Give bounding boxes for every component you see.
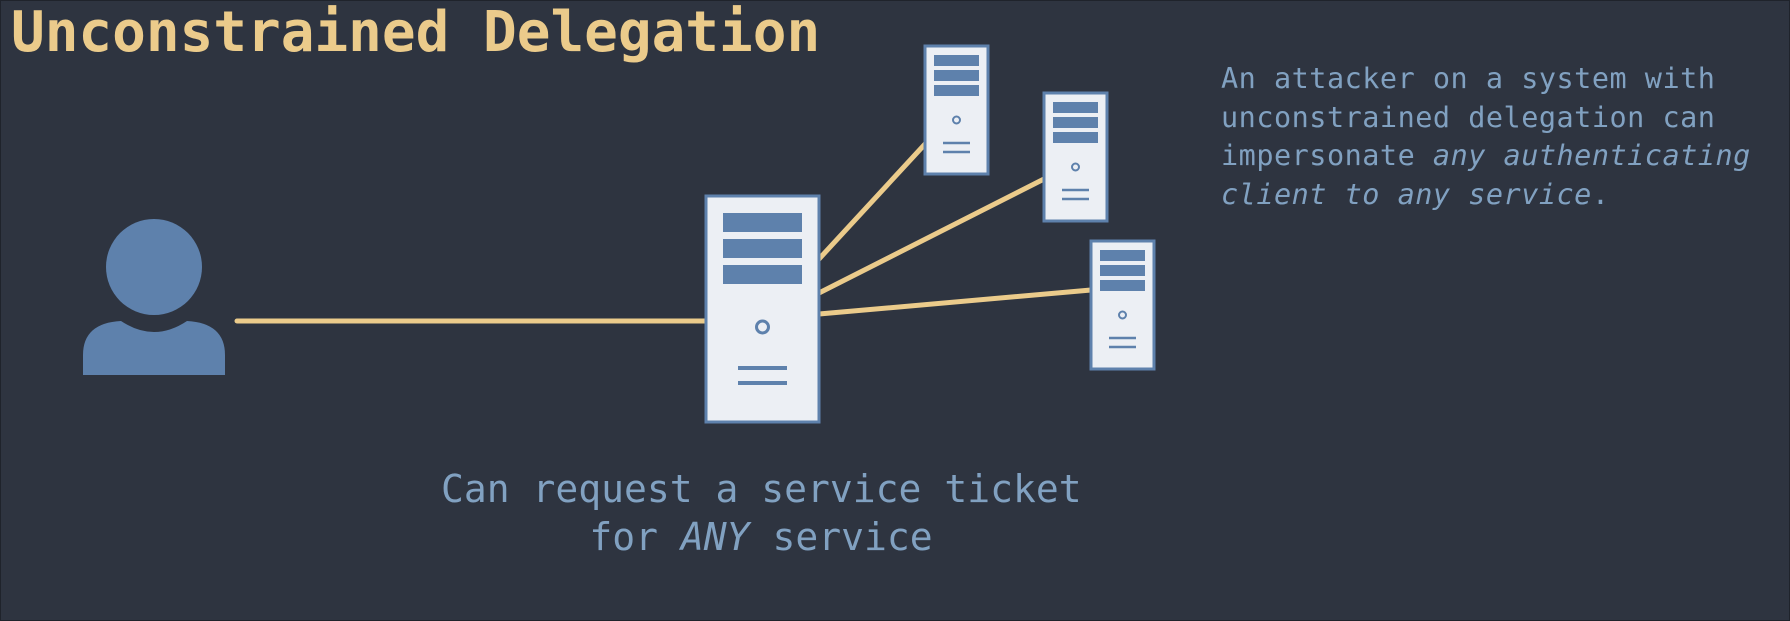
note-line: client to any service. bbox=[1221, 176, 1781, 215]
server-icon bbox=[1042, 91, 1109, 223]
note-text: . bbox=[1591, 177, 1610, 211]
note-emphasis: client to any service bbox=[1221, 177, 1592, 211]
caption-emphasis: ANY bbox=[680, 515, 750, 559]
caption-line: Can request a service ticket bbox=[441, 467, 1082, 511]
connection-server-to-target-1 bbox=[816, 140, 929, 262]
note-line: unconstrained delegation can bbox=[1221, 100, 1716, 134]
user-icon bbox=[83, 219, 225, 375]
connections bbox=[234, 140, 1094, 324]
page-title: Unconstrained Delegation bbox=[11, 0, 821, 65]
caption-text: service bbox=[749, 515, 933, 559]
note-text: impersonate bbox=[1221, 139, 1433, 172]
note-line: impersonate any authenticating bbox=[1221, 137, 1781, 176]
caption-text: for bbox=[589, 515, 681, 559]
caption-line: for ANY service bbox=[441, 513, 1081, 561]
connection-server-to-target-2 bbox=[816, 176, 1047, 296]
attacker-note: An attacker on a system with unconstrain… bbox=[1221, 60, 1781, 214]
server-caption: Can request a service ticket for ANY ser… bbox=[441, 465, 1082, 561]
connection-server-to-target-3 bbox=[816, 287, 1094, 317]
server-icon bbox=[704, 194, 821, 424]
server-icon bbox=[923, 44, 990, 176]
note-emphasis: any authenticating bbox=[1432, 139, 1751, 172]
server-icon bbox=[1089, 239, 1156, 371]
note-line: An attacker on a system with bbox=[1221, 62, 1716, 95]
